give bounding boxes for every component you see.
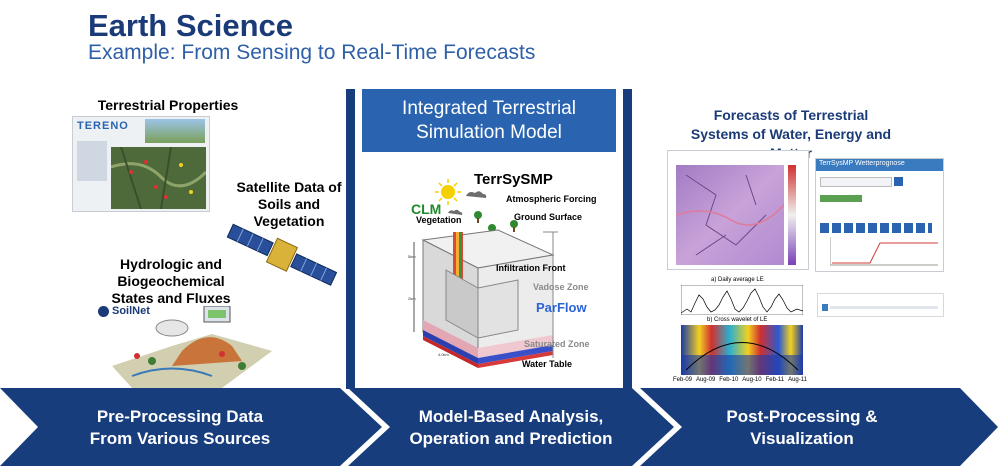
forecast-timeline-bar (817, 293, 944, 317)
app-title: TerrSysMP Wetterprognose (819, 160, 905, 167)
app-icon-row (820, 223, 932, 233)
sun-icon (435, 179, 461, 205)
tereno-map (111, 147, 206, 209)
plot-b-title: b) Cross wavelet of LE (707, 317, 768, 323)
svg-text:4.0km: 4.0km (438, 352, 450, 357)
timeline-progress (822, 304, 828, 311)
page-subtitle: Example: From Sensing to Real-Time Forec… (88, 41, 536, 64)
infiltration-front-label: Infiltration Front (496, 263, 566, 273)
svg-text:5km: 5km (408, 254, 416, 259)
daily-average-plot (681, 285, 803, 315)
step1-label: Pre-Processing Data From Various Sources (89, 407, 271, 448)
tereno-sidebar (77, 141, 107, 181)
water-table-label: Water Table (522, 359, 573, 369)
integrated-model-heading: Integrated Terrestrial Simulation Model (362, 89, 616, 152)
time-axis-ticks: Feb-09 Aug-09 Feb-10 Aug-10 Feb-11 Aug-1… (673, 377, 807, 383)
time-tick: Feb-10 (719, 377, 739, 383)
satellite-icon (226, 223, 338, 286)
forecasts-heading: Forecasts of Terrestrial Systems of Wate… (690, 107, 892, 161)
app-form-inputs (820, 177, 892, 187)
cloud-icon-small (448, 209, 463, 215)
ground-surface-label: Ground Surface (514, 212, 583, 222)
parflow-label: ParFlow (536, 300, 587, 315)
terrsysmp-block-diagram: 5km 2km 4.0km (408, 179, 558, 368)
hydrologic-states-heading: Hydrologic and Biogeochemical States and… (111, 256, 231, 306)
clm-label: CLM (411, 201, 442, 217)
vadose-zone-label: Vadose Zone (533, 282, 589, 292)
app-title-bar (816, 159, 943, 171)
app-timeseries-plot (830, 237, 938, 266)
cloud-icon (466, 191, 487, 198)
tereno-logo: TERENO (77, 120, 129, 132)
satellite-data-heading: Satellite Data of Soils and Vegetation (236, 179, 342, 229)
terrsysmp-title: TerrSySMP (474, 171, 553, 188)
wavelet-plot-panel: a) Daily average LE b) Cross wavelet of … (667, 277, 808, 387)
soilnet-logo: SoilNet (98, 305, 150, 317)
soilnet-icon (98, 305, 109, 317)
soilnet-label: SoilNet (112, 305, 150, 317)
forecast-map-panel (667, 150, 809, 270)
timeline-track (830, 306, 938, 309)
page-title: Earth Science (88, 8, 294, 43)
time-tick: Aug-09 (695, 377, 716, 383)
step3-label: Post-Processing & Visualization (726, 407, 878, 448)
vegetation-label: Vegetation (416, 215, 462, 225)
chevron-step1 (0, 388, 382, 466)
soilnet-landscape-illustration (112, 306, 272, 388)
time-tick: Feb-09 (673, 377, 693, 383)
time-tick: Aug-10 (742, 377, 762, 383)
saturated-zone-label: Saturated Zone (524, 339, 590, 349)
time-tick: Aug-11 (788, 377, 807, 383)
process-chevrons (0, 388, 998, 466)
forecast-web-app: TerrSysMP Wetterprognose (815, 158, 944, 272)
forecast-map (676, 165, 784, 265)
atmospheric-forcing-label: Atmospheric Forcing (506, 194, 597, 204)
svg-text:2km: 2km (408, 296, 416, 301)
chevron-step2 (348, 388, 674, 466)
app-submit-button (894, 177, 903, 186)
cross-wavelet-plot (681, 325, 803, 375)
app-domain-badge (820, 195, 862, 202)
forecast-colorbar (788, 165, 796, 265)
terrestrial-properties-heading: Terrestrial Properties (97, 97, 239, 113)
chevron-step3 (640, 388, 998, 466)
time-tick: Feb-11 (765, 377, 785, 383)
step2-label: Model-Based Analysis, Operation and Pred… (409, 407, 613, 448)
tereno-map-screenshot: TERENO (72, 116, 210, 212)
plot-a-title: a) Daily average LE (711, 277, 764, 283)
tereno-photo (145, 119, 205, 143)
